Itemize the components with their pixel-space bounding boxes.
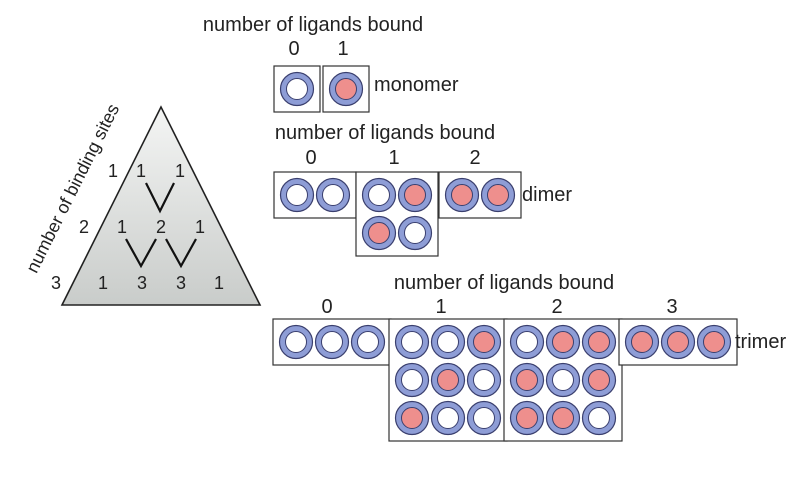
coefficient: 1 bbox=[136, 161, 146, 181]
bound-site bbox=[631, 331, 653, 353]
empty-site bbox=[286, 78, 308, 100]
binding-state bbox=[624, 324, 732, 360]
empty-site bbox=[401, 331, 423, 353]
dimer-state-box-0 bbox=[273, 171, 357, 219]
binding-state bbox=[509, 362, 617, 398]
coefficient: 1 bbox=[117, 217, 127, 237]
binding-state bbox=[394, 400, 502, 436]
dimer-state-box-1 bbox=[355, 171, 439, 257]
bound-site bbox=[335, 78, 357, 100]
trimer-state-box-2 bbox=[503, 318, 623, 442]
binding-state bbox=[361, 215, 433, 251]
coefficient: 1 bbox=[98, 273, 108, 293]
bound-site bbox=[516, 369, 538, 391]
bound-site bbox=[667, 331, 689, 353]
trimer-count-1: 1 bbox=[435, 296, 446, 318]
dimer-section: number of ligands bound 0 1 2 dimer bbox=[273, 122, 572, 257]
coefficient: 1 bbox=[195, 217, 205, 237]
empty-site bbox=[368, 184, 390, 206]
trimer-state-box-3 bbox=[618, 318, 738, 366]
monomer-heading: number of ligands bound bbox=[203, 14, 423, 36]
sites-label-3: 3 bbox=[51, 273, 61, 293]
bound-site bbox=[588, 331, 610, 353]
coefficient: 1 bbox=[175, 161, 185, 181]
sites-label-1: 1 bbox=[108, 161, 118, 181]
bound-site bbox=[487, 184, 509, 206]
binding-state bbox=[509, 324, 617, 360]
dimer-label: dimer bbox=[522, 184, 572, 206]
empty-site bbox=[552, 369, 574, 391]
dimer-count-2: 2 bbox=[469, 147, 480, 169]
bound-site bbox=[552, 331, 574, 353]
bound-site bbox=[516, 407, 538, 429]
trimer-label: trimer bbox=[735, 331, 786, 353]
trimer-state-box-1 bbox=[388, 318, 508, 442]
bound-site bbox=[473, 331, 495, 353]
empty-site bbox=[473, 407, 495, 429]
empty-site bbox=[437, 331, 459, 353]
empty-site bbox=[285, 331, 307, 353]
dimer-count-0: 0 bbox=[305, 147, 316, 169]
trimer-count-0: 0 bbox=[321, 296, 332, 318]
bound-site bbox=[437, 369, 459, 391]
coefficient: 3 bbox=[176, 273, 186, 293]
bound-site bbox=[401, 407, 423, 429]
pascal-connector bbox=[145, 182, 175, 214]
monomer-section: number of ligands bound 0 1 monomer bbox=[203, 14, 459, 113]
binding-state bbox=[279, 177, 351, 213]
monomer-state-box-0 bbox=[273, 65, 321, 113]
empty-site bbox=[437, 407, 459, 429]
trimer-count-3: 3 bbox=[666, 296, 677, 318]
dimer-count-1: 1 bbox=[388, 147, 399, 169]
bound-site bbox=[552, 407, 574, 429]
empty-site bbox=[404, 222, 426, 244]
bound-site bbox=[703, 331, 725, 353]
monomer-count-1: 1 bbox=[337, 38, 348, 60]
sites-label-2: 2 bbox=[79, 217, 89, 237]
pascal-connector bbox=[165, 238, 197, 269]
trimer-state-box-0 bbox=[272, 318, 392, 366]
bound-site bbox=[368, 222, 390, 244]
monomer-state-box-1 bbox=[322, 65, 370, 113]
coefficient: 1 bbox=[214, 273, 224, 293]
binding-state bbox=[328, 71, 364, 107]
empty-site bbox=[357, 331, 379, 353]
dimer-state-box-2 bbox=[438, 171, 522, 219]
bound-site bbox=[451, 184, 473, 206]
coefficient: 3 bbox=[137, 273, 147, 293]
coefficient: 2 bbox=[156, 217, 166, 237]
bound-site bbox=[588, 369, 610, 391]
empty-site bbox=[588, 407, 610, 429]
empty-site bbox=[321, 331, 343, 353]
empty-site bbox=[473, 369, 495, 391]
empty-site bbox=[401, 369, 423, 391]
empty-site bbox=[286, 184, 308, 206]
monomer-count-0: 0 bbox=[288, 38, 299, 60]
binding-state bbox=[279, 71, 315, 107]
trimer-section: number of ligands bound 0 1 2 3 trimer bbox=[272, 272, 786, 442]
binding-state bbox=[509, 400, 617, 436]
binding-state bbox=[444, 177, 516, 213]
bound-site bbox=[404, 184, 426, 206]
pascal-connector bbox=[125, 238, 157, 269]
dimer-heading: number of ligands bound bbox=[275, 122, 495, 144]
pascal-triangle: number of binding sites 1 2 3 1 1 1 2 1 … bbox=[22, 101, 262, 306]
trimer-heading: number of ligands bound bbox=[394, 272, 614, 294]
empty-site bbox=[322, 184, 344, 206]
empty-site bbox=[516, 331, 538, 353]
monomer-label: monomer bbox=[374, 74, 459, 96]
triangle-shape bbox=[60, 105, 262, 306]
binding-state bbox=[394, 362, 502, 398]
trimer-count-2: 2 bbox=[551, 296, 562, 318]
binding-state bbox=[394, 324, 502, 360]
binding-state bbox=[278, 324, 386, 360]
binding-state bbox=[361, 177, 433, 213]
